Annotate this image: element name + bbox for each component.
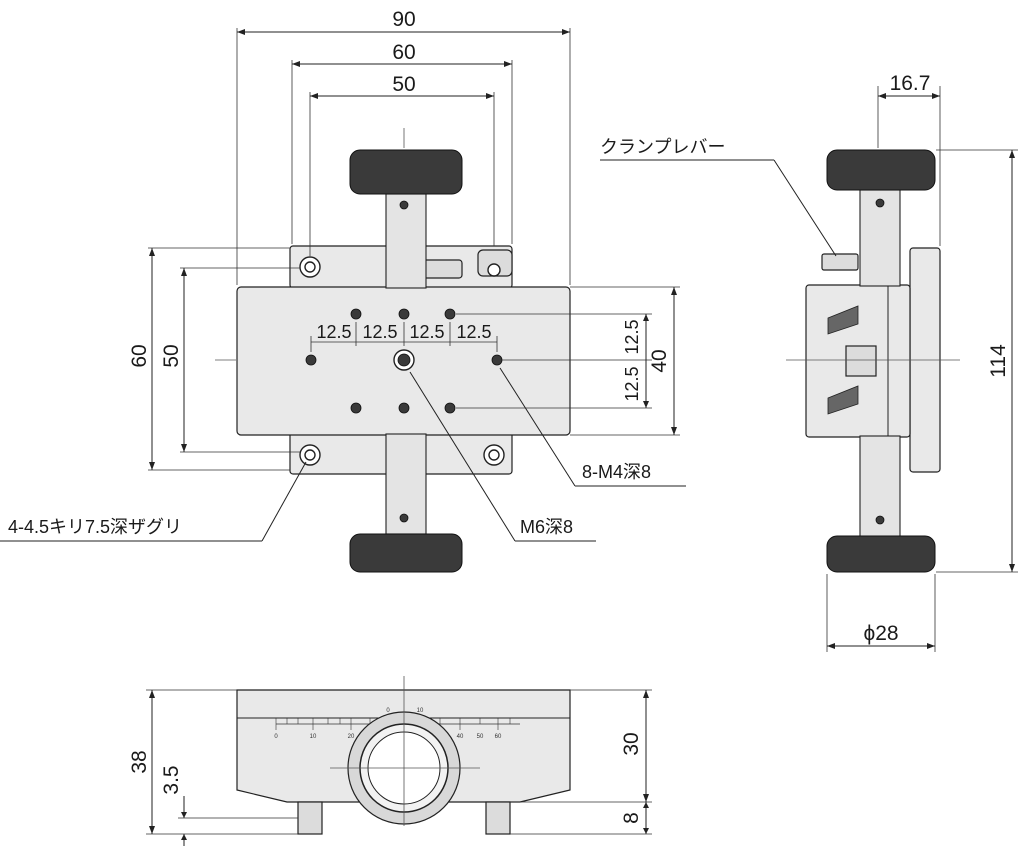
- m4-hole: [398, 308, 410, 320]
- dim-60-height: 60: [128, 344, 151, 367]
- m4-hole: [491, 354, 503, 366]
- counterbore-hole-bottom-right: [483, 444, 505, 466]
- note-m6: M6深8: [520, 517, 573, 537]
- clamp-lever-side: [821, 253, 859, 271]
- top-shaft-upper: [385, 193, 427, 289]
- note-clamp-lever: クランプレバー: [600, 137, 725, 157]
- dovetail-lower: [827, 385, 859, 415]
- front-view: 0 10 20 0 10 40 50 60 38: [128, 676, 652, 846]
- dim-lines-right: [456, 286, 680, 436]
- svg-text:0: 0: [274, 734, 278, 740]
- dim-pitch-4: 12.5: [456, 322, 491, 342]
- side-knob-lower: [826, 535, 936, 573]
- counterbore-hole-bottom-left: [299, 444, 321, 466]
- note-m4: 8-M4深8: [582, 462, 651, 482]
- note-counterbore: 4-4.5キリ7.5深ザグリ: [8, 517, 182, 537]
- svg-text:50: 50: [477, 734, 484, 740]
- dim-114: 114: [987, 344, 1010, 378]
- svg-text:0: 0: [386, 708, 390, 714]
- front-dim-lines: [146, 689, 652, 846]
- top-view: 90 60 50 60 50 12.5 12.5 12.5 12.5: [0, 8, 686, 573]
- counterbore-hole-top-left: [299, 256, 321, 278]
- dim-8: 8: [620, 812, 643, 824]
- svg-text:20: 20: [348, 734, 355, 740]
- dim-50-width: 50: [392, 73, 415, 96]
- svg-text:40: 40: [457, 734, 464, 740]
- side-knob-upper: [826, 149, 936, 191]
- side-dim-lines: [600, 86, 1018, 652]
- m4-hole: [444, 308, 456, 320]
- dim-pitch-lines: [310, 322, 498, 352]
- dim-3-5: 3.5: [160, 765, 183, 794]
- m4-hole: [444, 402, 456, 414]
- m4-hole: [350, 402, 362, 414]
- dim-lines-top: [236, 28, 571, 285]
- dim-50-height: 50: [160, 344, 183, 367]
- set-screw-upper: [399, 200, 409, 210]
- leader-lines: [0, 367, 686, 542]
- dim-16-7: 16.7: [890, 72, 931, 95]
- side-gear-block: [845, 345, 877, 377]
- m4-hole: [305, 354, 317, 366]
- top-knob-lower: [349, 533, 463, 573]
- dim-60-width: 60: [392, 41, 415, 64]
- dovetail-upper: [827, 305, 859, 335]
- m4-hole: [350, 308, 362, 320]
- dim-phi28: ϕ28: [863, 622, 898, 645]
- dim-pitch-1: 12.5: [316, 322, 351, 342]
- svg-text:10: 10: [310, 734, 317, 740]
- dim-38: 38: [128, 750, 151, 773]
- set-screw-lower: [399, 513, 409, 523]
- front-foot-left: [297, 801, 323, 835]
- side-view: 16.7 114 ϕ28 クランプレバー: [600, 72, 1018, 652]
- dim-12-5-upper: 12.5: [622, 319, 642, 354]
- svg-text:60: 60: [495, 734, 502, 740]
- top-knob-upper: [349, 149, 463, 195]
- dim-30: 30: [620, 732, 643, 755]
- dim-lines-left: [148, 247, 300, 471]
- front-foot-right: [485, 801, 511, 835]
- svg-text:10: 10: [417, 708, 424, 714]
- dim-12-5-lower: 12.5: [622, 366, 642, 401]
- dim-pitch-2: 12.5: [362, 322, 397, 342]
- m4-hole: [398, 402, 410, 414]
- dim-40: 40: [648, 349, 671, 372]
- dim-90: 90: [392, 8, 415, 31]
- dim-pitch-3: 12.5: [409, 322, 444, 342]
